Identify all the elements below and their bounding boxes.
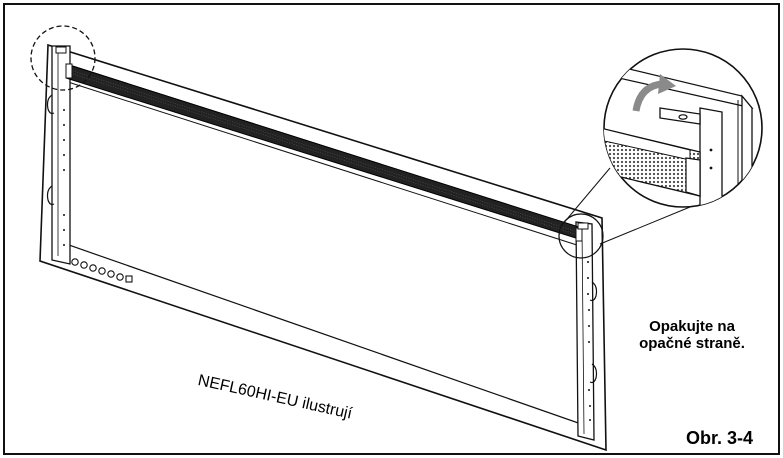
inner-edge [67, 81, 581, 247]
right-top-tab [577, 222, 589, 230]
curved-arrow-head [658, 74, 676, 94]
leader-line-upper [561, 167, 611, 226]
front-panel [39, 43, 607, 452]
leader-line-lower [599, 206, 691, 245]
detail-callout-circle [558, 213, 604, 259]
left-top-tab [55, 46, 67, 54]
curved-arrow-icon [632, 80, 663, 112]
dashed-circle-callout [30, 25, 96, 91]
repeat-instruction-line2: opačné straně. [639, 335, 745, 352]
repeat-instruction: Opakujte na opačné straně. [612, 318, 772, 352]
control-buttons [71, 258, 133, 283]
figure-border [3, 3, 780, 455]
repeat-instruction-line1: Opakujte na [649, 318, 735, 335]
magnified-detail [603, 48, 763, 208]
top-vent-bar [65, 63, 583, 242]
left-mounting-bracket [46, 45, 71, 265]
figure-number: Obr. 3-4 [686, 428, 754, 448]
